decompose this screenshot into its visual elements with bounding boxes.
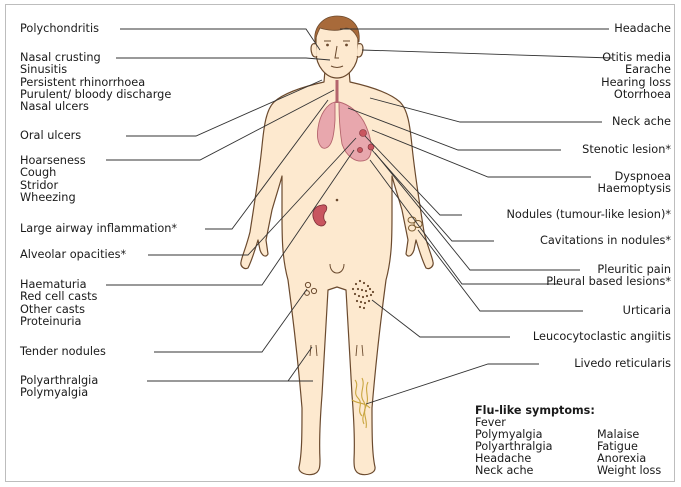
purpura-dot xyxy=(354,293,356,295)
label-cavitations: Cavitations in nodules* xyxy=(540,235,671,247)
label-line: Oral ulcers xyxy=(20,130,81,142)
purpura-dot xyxy=(363,282,365,284)
label-line: Alveolar opacities* xyxy=(20,249,126,261)
purpura-dot xyxy=(372,291,374,293)
purpura-dot xyxy=(358,295,360,297)
label-polychondritis: Polychondritis xyxy=(20,23,99,35)
label-line: Urticaria xyxy=(623,305,671,317)
purpura-dot xyxy=(370,294,372,296)
purpura-dot xyxy=(366,295,368,297)
flu-item: Neck ache xyxy=(475,465,597,477)
purpura-dot xyxy=(367,285,369,287)
flu-item: Polymyalgia xyxy=(475,429,597,441)
purpura-dot xyxy=(362,296,364,298)
label-line: Polychondritis xyxy=(20,23,99,35)
label-line: Cavitations in nodules* xyxy=(540,235,671,247)
label-line: Tender nodules xyxy=(20,346,106,358)
label-leucocytoclastic: Leucocytoclastic angiitis xyxy=(533,331,671,343)
flu-item: Fatigue xyxy=(597,441,661,453)
purpura-dot xyxy=(365,290,367,292)
purpura-dot xyxy=(369,288,371,290)
label-headache: Headache xyxy=(614,23,671,35)
flu-item: Malaise xyxy=(597,429,661,441)
label-line: Pleural based lesions* xyxy=(546,276,671,288)
label-line: Proteinuria xyxy=(20,316,97,328)
purpura-dot xyxy=(364,302,366,304)
flu-item: Polyarthralgia xyxy=(475,441,597,453)
label-neck-ache: Neck ache xyxy=(612,116,671,128)
purpura-dot xyxy=(361,289,363,291)
label-line: Haemoptysis xyxy=(598,183,671,195)
label-line: Neck ache xyxy=(612,116,671,128)
label-line: Sinusitis xyxy=(20,64,171,76)
navel xyxy=(336,199,339,202)
label-line: Earache xyxy=(601,64,671,76)
label-line: Cough xyxy=(20,167,86,179)
purpura-dot xyxy=(352,288,354,290)
purpura-dot xyxy=(363,307,365,309)
label-tender-nodules: Tender nodules xyxy=(20,346,106,358)
label-line: Red cell casts xyxy=(20,291,97,303)
label-line: Large airway inflammation* xyxy=(20,223,177,235)
label-line: Wheezing xyxy=(20,192,86,204)
label-line: Nodules (tumour-like lesion)* xyxy=(506,209,671,221)
label-line: Headache xyxy=(614,23,671,35)
label-line: Nasal ulcers xyxy=(20,101,171,113)
label-alveolar-opacities: Alveolar opacities* xyxy=(20,249,126,261)
label-stenotic-lesion: Stenotic lesion* xyxy=(582,144,671,156)
label-nodules: Nodules (tumour-like lesion)* xyxy=(506,209,671,221)
flu-item: Headache xyxy=(475,453,597,465)
purpura-dot xyxy=(356,300,358,302)
purpura-dot xyxy=(360,301,362,303)
label-oral-ulcers: Oral ulcers xyxy=(20,130,81,142)
label-livedo: Livedo reticularis xyxy=(574,358,671,370)
flu-item: Weight loss xyxy=(597,465,661,477)
purpura-dot xyxy=(359,280,361,282)
label-line: Otorrhoea xyxy=(601,89,671,101)
label-line: Polymyalgia xyxy=(20,387,98,399)
label-line: Leucocytoclastic angiitis xyxy=(533,331,671,343)
purpura-dot xyxy=(359,306,361,308)
purpura-dot xyxy=(368,300,370,302)
purpura-dot xyxy=(357,288,359,290)
label-line: Livedo reticularis xyxy=(574,358,671,370)
label-line: Stenotic lesion* xyxy=(582,144,671,156)
flu-item: Anorexia xyxy=(597,453,661,465)
label-large-airway: Large airway inflammation* xyxy=(20,223,177,235)
label-urticaria: Urticaria xyxy=(623,305,671,317)
purpura-dot xyxy=(355,283,357,285)
